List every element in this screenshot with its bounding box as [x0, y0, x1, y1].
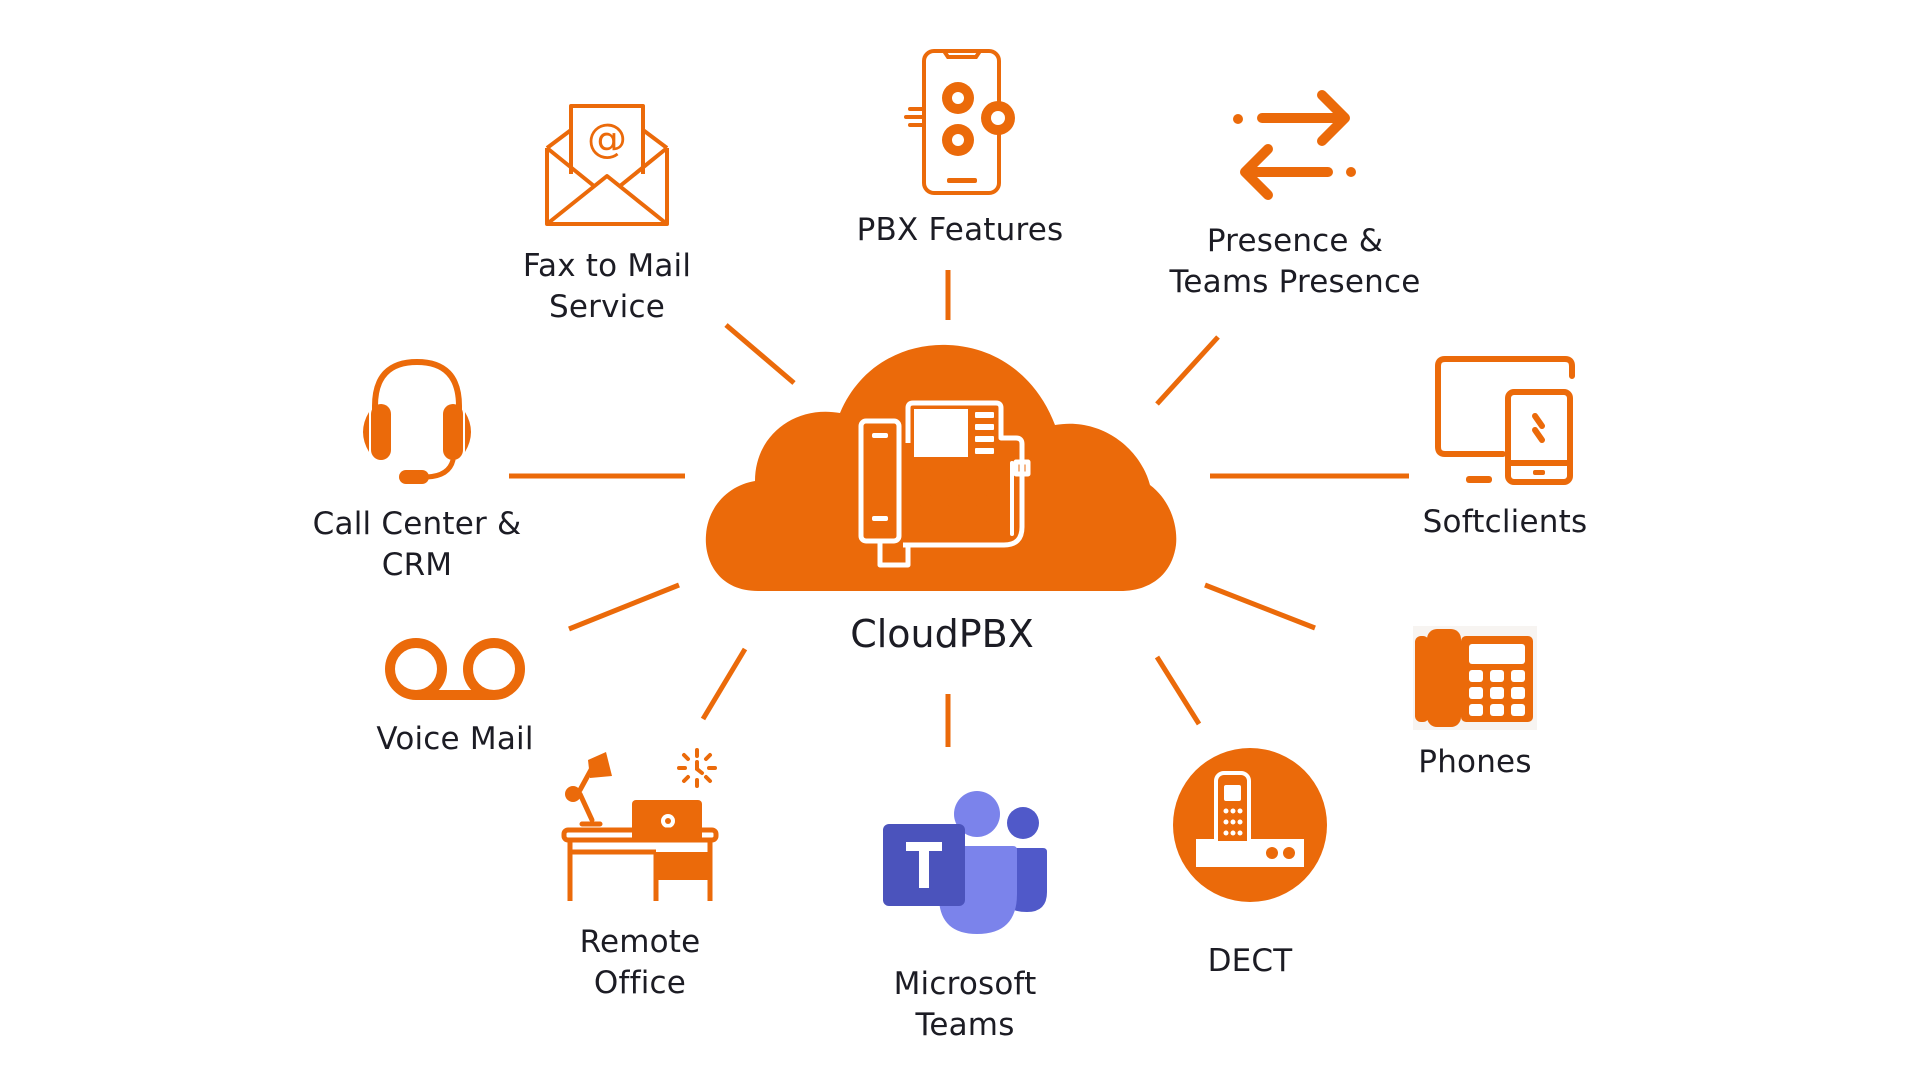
feature-phones: Phones [1390, 626, 1560, 783]
connector-remote-office [700, 647, 748, 721]
feature-label-line: Fax to Mail [522, 248, 692, 284]
desk-phone-icon [1413, 626, 1537, 730]
feature-label-line: Office [593, 965, 687, 1001]
feature-label-line: Call Center & [312, 506, 522, 542]
feature-voice-mail: Voice Mail [355, 637, 555, 760]
cordless-phone-icon [1173, 748, 1327, 902]
feature-label-line: Softclients [1422, 504, 1588, 540]
cloud-desk-phone-icon [705, 344, 1177, 591]
feature-label-line: Phones [1418, 744, 1532, 780]
feature-label-line: Microsoft [893, 966, 1037, 1002]
feature-label-line: CRM [381, 547, 453, 583]
feature-pbx-features: PBX Features [840, 48, 1080, 251]
feature-microsoft-teams: Microsoft Teams [860, 790, 1070, 1046]
voicemail-icon [385, 638, 525, 700]
smartphone-gears-icon [904, 49, 1015, 195]
svg-text:@: @ [587, 116, 627, 162]
center-label: CloudPBX [850, 612, 1034, 656]
feature-label-line: Teams [915, 1007, 1015, 1043]
feature-dect: DECT [1150, 747, 1350, 982]
connector-fax-to-mail [724, 323, 796, 385]
headset-icon [363, 358, 471, 484]
feature-label-line: PBX Features [856, 212, 1064, 248]
feature-label-line: Presence & [1206, 223, 1384, 259]
desk-laptop-lamp-icon [561, 748, 719, 901]
feature-call-center: Call Center & CRM [300, 356, 534, 586]
feature-label-line: Service [549, 289, 665, 325]
connector-presence [1155, 335, 1220, 406]
exchange-arrows-icon [1233, 90, 1356, 200]
feature-remote-office: Remote Office [540, 748, 740, 1004]
feature-label-line: Remote [579, 924, 701, 960]
connector-voice-mail [568, 582, 680, 632]
feature-presence: Presence & Teams Presence [1140, 88, 1450, 303]
microsoft-teams-icon [883, 791, 1047, 934]
feature-fax-to-mail: @ Fax to Mail Service [500, 104, 714, 328]
feature-label-line: DECT [1207, 943, 1293, 979]
feature-softclients: Softclients [1400, 356, 1610, 543]
connector-phones [1204, 582, 1316, 631]
feature-label-line: Teams Presence [1169, 264, 1421, 300]
envelope-at-icon: @ [545, 104, 669, 226]
monitor-tablet-icon [1435, 356, 1575, 485]
connector-dect [1154, 655, 1202, 726]
feature-label-line: Voice Mail [376, 721, 534, 757]
